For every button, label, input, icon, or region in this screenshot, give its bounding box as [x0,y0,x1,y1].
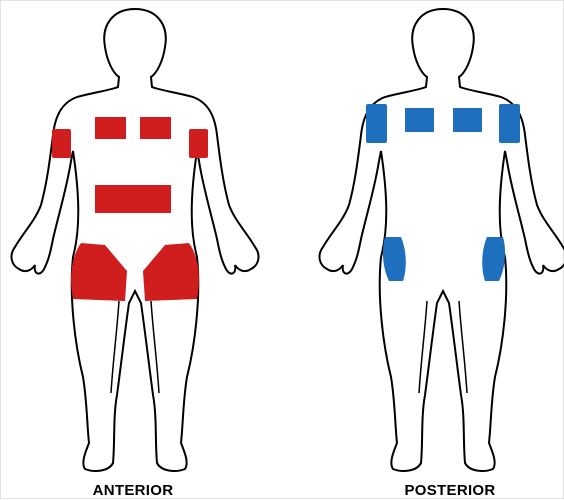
posterior-label: POSTERIOR [370,482,530,499]
right-buttock-zone [482,237,505,281]
left-chest-zone [140,117,171,139]
body-outline [12,9,259,471]
right-thigh-zone [71,243,127,301]
right-upper-arm-zone [52,129,71,158]
anterior-body-figure [1,1,269,500]
anterior-label: ANTERIOR [53,482,213,499]
upper-back-center-zone [453,108,482,132]
left-thigh-zone [143,243,199,301]
left-upper-arm-zone [189,129,208,158]
right-leg-inner-line [151,301,159,393]
body-outline [320,9,564,471]
upper-back-left-zone [405,108,434,132]
posterior-body-figure [297,1,564,500]
right-leg-inner-line [459,301,467,393]
right-chest-zone [95,117,126,139]
left-leg-inner-line [419,301,427,393]
right-upper-arm-zone [499,104,520,143]
left-buttock-zone [383,237,406,281]
abdomen-zone [95,185,171,213]
left-upper-arm-zone [366,104,387,143]
left-leg-inner-line [111,301,119,393]
